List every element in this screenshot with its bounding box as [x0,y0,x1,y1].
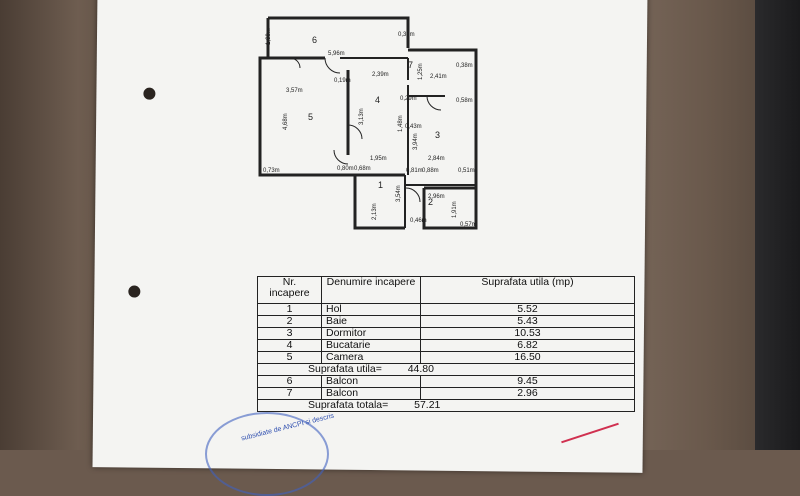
cell-area: 2.96 [420,387,635,400]
utila-label: Suprafata utila= [308,363,382,375]
room-number-3: 3 [435,130,440,140]
dim-label: 0,43m [405,124,422,130]
cell-name: Balcon [321,387,421,400]
cell-area: 9.45 [420,375,635,388]
room-number-5: 5 [308,112,313,122]
room-number-2: 2 [428,197,433,207]
dim-label: 0,73m [263,168,280,174]
cell-area: 5.52 [420,303,635,316]
dim-label: 0,19m [334,78,351,84]
dim-label: 5,96m [328,51,345,57]
room-number-6: 6 [312,35,317,45]
cell-nr: 7 [257,387,322,400]
table-row: 3 Dormitor 10.53 [257,327,635,340]
cell-area: 16.50 [420,351,635,364]
dim-label: 2,84m [428,156,445,162]
dim-label: 0,88m [422,168,439,174]
header-area: Suprafata utila (mp) [420,276,635,304]
dim-label: 0,81m [406,168,423,174]
totala-summary-row: Suprafata totala= 57.21 [257,399,635,412]
room-number-1: 1 [378,180,383,190]
utila-value: 44.80 [407,363,434,375]
dim-label: 2,96m [428,194,445,200]
dim-label: 0,51m [458,168,475,174]
cell-nr: 3 [257,327,322,340]
table-row: 1 Hol 5.52 [257,303,635,316]
room-area-table: Nr. incapere Denumire incapere Suprafata… [257,276,635,412]
room-number-4: 4 [375,95,380,105]
cell-name: Hol [321,303,421,316]
dim-label: 1,91m [452,201,458,218]
dim-label: 0,46m [410,218,427,224]
dim-label: 4,68m [283,113,289,130]
dim-label: 0,58m [456,98,473,104]
dim-label: 0,80m [337,166,354,172]
dim-label: 3,13m [359,108,365,125]
header-nr: Nr. incapere [257,276,322,304]
cell-area: 5.43 [420,315,635,328]
floor-plan: 6 7 5 4 3 1 2 1,60m 5,96m 0,38m 0,38m 1,… [258,16,478,230]
cell-nr: 4 [257,339,322,352]
cell-name: Baie [321,315,421,328]
cell-nr: 2 [257,315,322,328]
dim-label: 2,13m [372,203,378,220]
dim-label: 3,94m [413,133,419,150]
cell-area: 10.53 [420,327,635,340]
header-name: Denumire incapere [321,276,421,304]
table-row: 5 Camera 16.50 [257,351,635,364]
dim-label: 0,38m [456,63,473,69]
totala-label: Suprafata totala= [308,399,389,411]
dim-label: 0,57m [460,222,477,228]
table-row: 2 Baie 5.43 [257,315,635,328]
dim-label: 0,29m [400,96,417,102]
utila-summary-row: Suprafata utila= 44.80 [257,363,635,376]
cell-area: 6.82 [420,339,635,352]
dim-label: 1,60m [266,28,272,45]
cell-name: Bucatarie [321,339,421,352]
totala-value: 57.21 [414,399,441,411]
dim-label: 1,25m [418,63,424,80]
room-number-7: 7 [408,60,413,70]
table-row: 7 Balcon 2.96 [257,387,635,400]
punch-hole-bottom [128,285,141,298]
cell-name: Balcon [321,375,421,388]
punch-hole-top [143,87,156,100]
dim-label: 1,95m [370,156,387,162]
table-row: 4 Bucatarie 6.82 [257,339,635,352]
table-row: 6 Balcon 9.45 [257,375,635,388]
cell-nr: 1 [257,303,322,316]
dim-label: 1,48m [398,115,404,132]
dim-label: 2,41m [430,74,447,80]
dim-label: 0,68m [354,166,371,172]
cell-name: Camera [321,351,421,364]
dim-label: 3,57m [286,88,303,94]
cell-nr: 6 [257,375,322,388]
cell-nr: 5 [257,351,322,364]
table-header-row: Nr. incapere Denumire incapere Suprafata… [257,276,635,304]
dim-label: 0,38m [398,32,415,38]
dim-label: 3,54m [396,185,402,202]
dark-device-edge [755,0,800,450]
dim-label: 2,39m [372,72,389,78]
cell-name: Dormitor [321,327,421,340]
